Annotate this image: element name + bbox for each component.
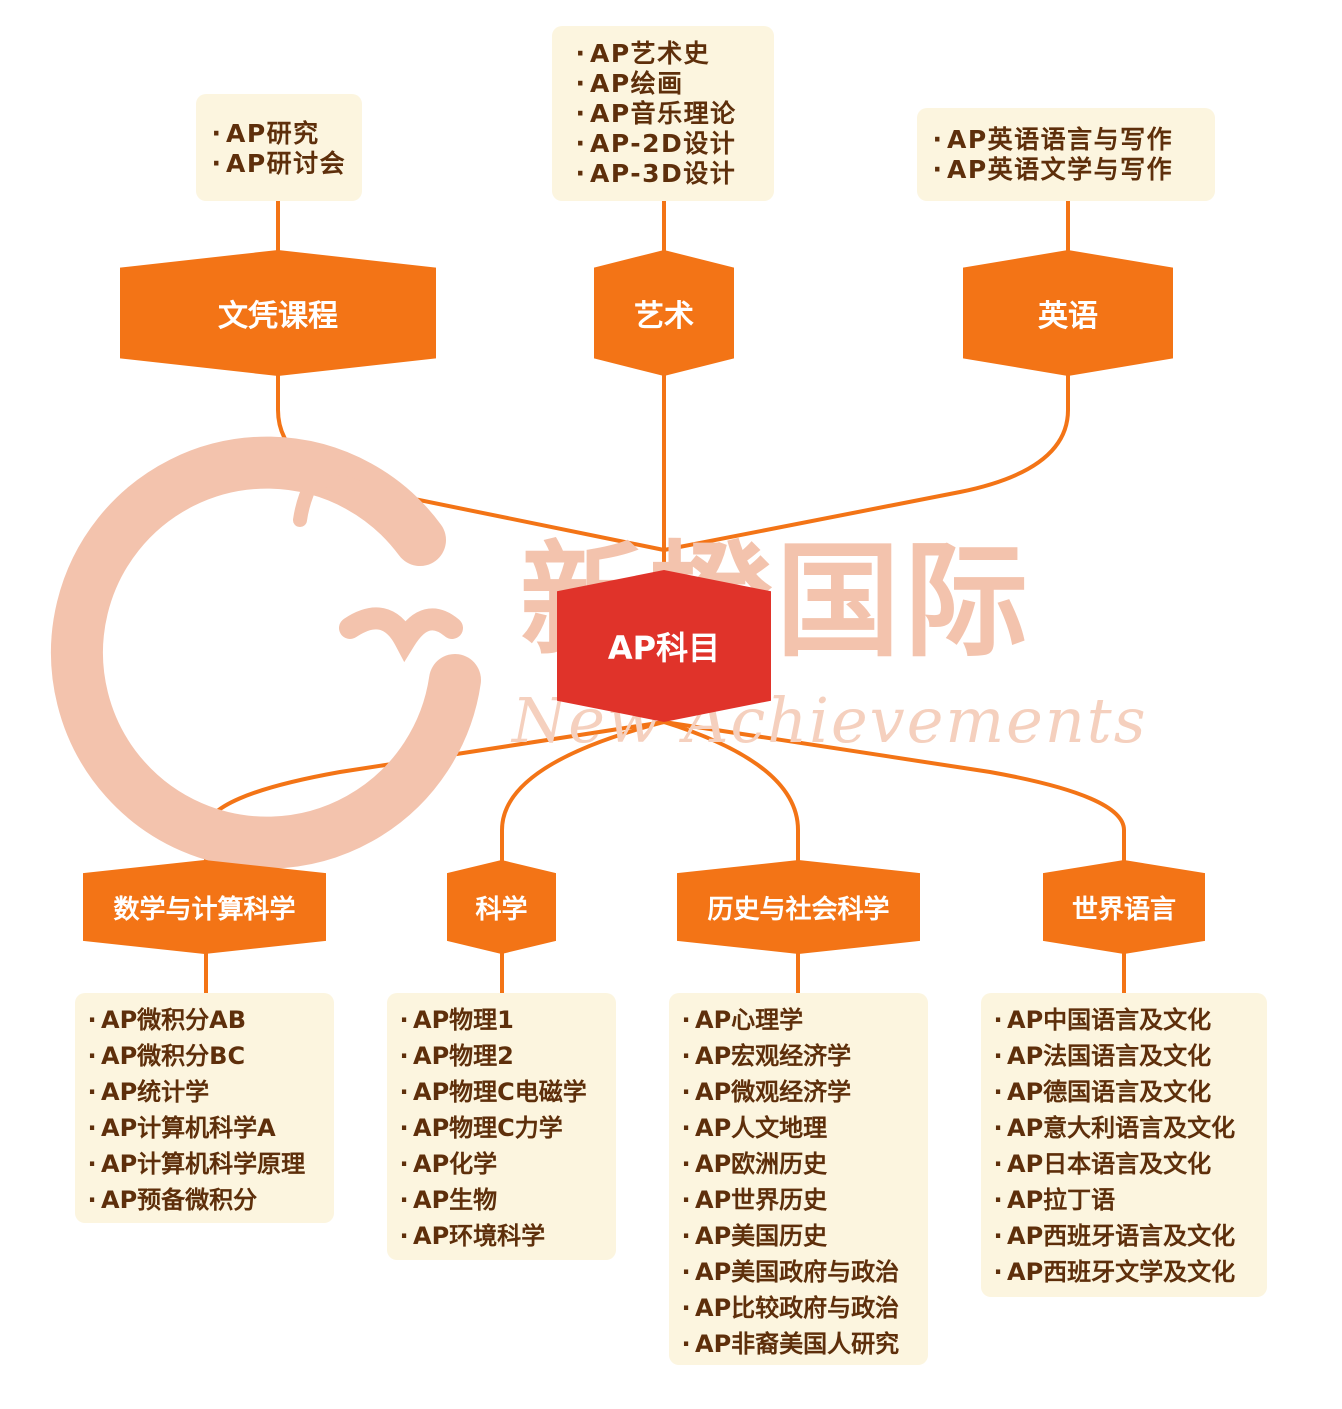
list-item: ·AP宏观经济学 (681, 1042, 852, 1070)
list-item: ·AP预备微积分 (87, 1186, 258, 1214)
list-item: ·AP计算机科学A (87, 1114, 276, 1142)
list-item: ·AP微观经济学 (681, 1078, 852, 1106)
list-item: ·AP生物 (399, 1186, 498, 1214)
category-arts: 艺术 (594, 250, 734, 376)
list-item: ·AP音乐理论 (575, 99, 737, 128)
list-item: ·AP欧洲历史 (681, 1150, 828, 1178)
list-item: ·AP心理学 (681, 1006, 804, 1034)
list-item: ·AP拉丁语 (993, 1186, 1116, 1214)
connector-root-science (500, 720, 666, 864)
list-item: ·AP物理2 (399, 1042, 514, 1070)
list-item: ·AP西班牙语言及文化 (993, 1222, 1236, 1250)
list-item: ·AP-2D设计 (575, 129, 737, 158)
category-label: 艺术 (634, 299, 694, 334)
category-label: 世界语言 (1071, 894, 1176, 925)
list-item: ·AP统计学 (87, 1078, 210, 1106)
category-english: 英语 (963, 250, 1173, 376)
category-label: 历史与社会科学 (707, 894, 890, 925)
category-label: 数学与计算科学 (113, 894, 296, 925)
list-item: ·AP物理1 (399, 1006, 514, 1034)
list-item: ·AP研究 (211, 119, 320, 148)
item-box-science: ·AP物理1 ·AP物理2 ·AP物理C电磁学 ·AP物理C力学 ·AP化学 ·… (387, 993, 616, 1260)
list-item: ·AP中国语言及文化 (993, 1006, 1212, 1034)
category-languages: 世界语言 (1043, 860, 1205, 954)
connector-humanities-root (276, 373, 666, 552)
list-item: ·AP美国政府与政治 (681, 1258, 900, 1286)
category-math: 数学与计算科学 (83, 860, 326, 954)
list-item: ·AP比较政府与政治 (681, 1294, 900, 1322)
category-label: 科学 (475, 894, 528, 925)
list-item: ·AP英语语言与写作 (932, 125, 1174, 154)
list-item: ·AP化学 (399, 1150, 498, 1178)
list-item: ·AP美国历史 (681, 1222, 828, 1250)
list-item: ·AP西班牙文学及文化 (993, 1258, 1236, 1286)
list-item: ·AP意大利语言及文化 (993, 1114, 1236, 1142)
list-item: ·AP物理C力学 (399, 1114, 563, 1142)
category-history: 历史与社会科学 (677, 860, 920, 954)
category-science: 科学 (447, 860, 556, 954)
list-item: ·AP人文地理 (681, 1114, 828, 1142)
item-box-english: ·AP英语语言与写作 ·AP英语文学与写作 (917, 108, 1215, 201)
category-label: 文凭课程 (218, 299, 338, 334)
list-item: ·AP艺术史 (575, 39, 711, 68)
list-item: ·AP世界历史 (681, 1186, 828, 1214)
root-label: AP科目 (607, 629, 721, 667)
list-item: ·AP日本语言及文化 (993, 1150, 1212, 1178)
category-humanities: 文凭课程 (120, 250, 436, 376)
root-node: AP科目 (557, 570, 771, 722)
item-box-languages: ·AP中国语言及文化 ·AP法国语言及文化 ·AP德国语言及文化 ·AP意大利语… (981, 993, 1267, 1297)
connector-root-history (662, 720, 800, 864)
list-item: ·AP英语文学与写作 (932, 155, 1174, 184)
list-item: ·AP微积分BC (87, 1042, 246, 1070)
list-item: ·AP研讨会 (211, 149, 347, 178)
item-box-history: ·AP心理学 ·AP宏观经济学 ·AP微观经济学 ·AP人文地理 ·AP欧洲历史… (669, 993, 928, 1365)
list-item: ·AP计算机科学原理 (87, 1150, 306, 1178)
connector-english-root (662, 373, 1070, 552)
category-label: 英语 (1038, 299, 1098, 334)
list-item: ·AP物理C电磁学 (399, 1078, 587, 1106)
item-box-math: ·AP微积分AB ·AP微积分BC ·AP统计学 ·AP计算机科学A ·AP计算… (75, 993, 334, 1223)
item-box-humanities: ·AP研究 ·AP研讨会 (196, 94, 362, 201)
list-item: ·AP非裔美国人研究 (681, 1330, 900, 1358)
list-item: ·AP德国语言及文化 (993, 1078, 1212, 1106)
connector-root-languages (662, 720, 1126, 864)
list-item: ·AP法国语言及文化 (993, 1042, 1212, 1070)
list-item: ·AP绘画 (575, 69, 684, 98)
item-box-arts: ·AP艺术史 ·AP绘画 ·AP音乐理论 ·AP-2D设计 ·AP-3D设计 (552, 26, 774, 201)
list-item: ·AP微积分AB (87, 1006, 247, 1034)
list-item: ·AP环境科学 (399, 1222, 546, 1250)
list-item: ·AP-3D设计 (575, 159, 737, 188)
